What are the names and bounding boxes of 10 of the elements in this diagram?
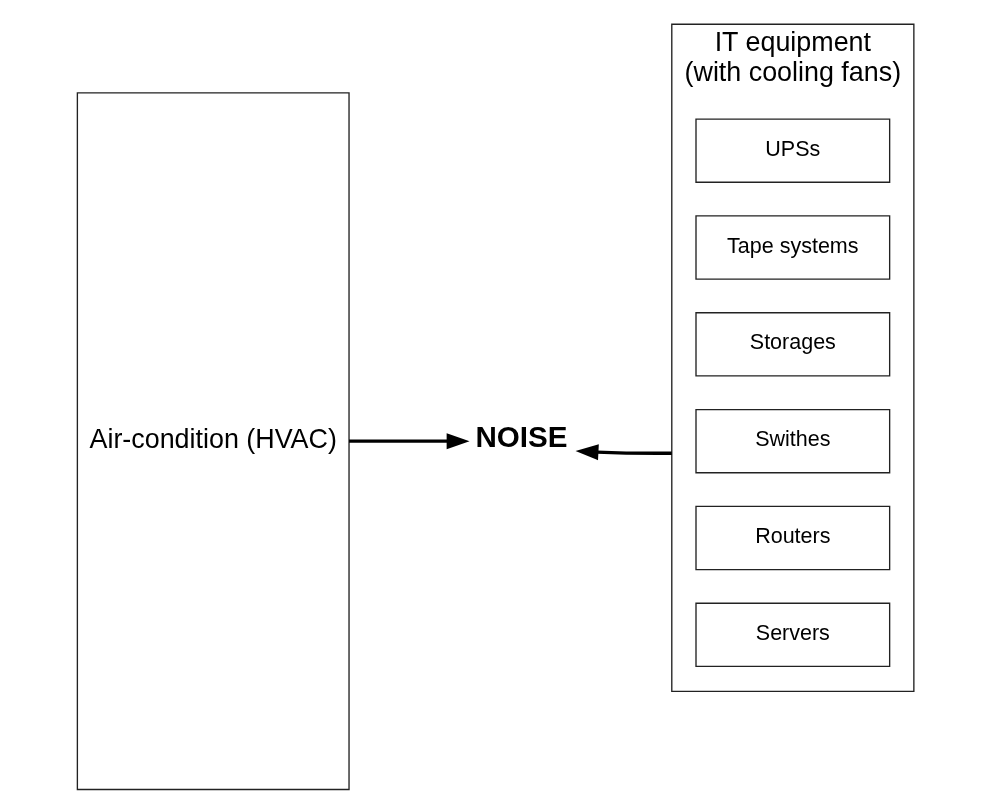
node-box: Tape systems — [695, 215, 891, 280]
node-box: Air-condition (HVAC) — [76, 92, 350, 791]
node-box: Routers — [695, 505, 891, 571]
arrow — [575, 444, 672, 461]
node-text: NOISE — [475, 420, 568, 454]
arrow — [349, 433, 470, 450]
node-box: UPSs — [695, 118, 891, 183]
node-box: Swithes — [695, 408, 891, 474]
node-box: Storages — [695, 312, 891, 377]
node-box: Servers — [695, 602, 891, 668]
